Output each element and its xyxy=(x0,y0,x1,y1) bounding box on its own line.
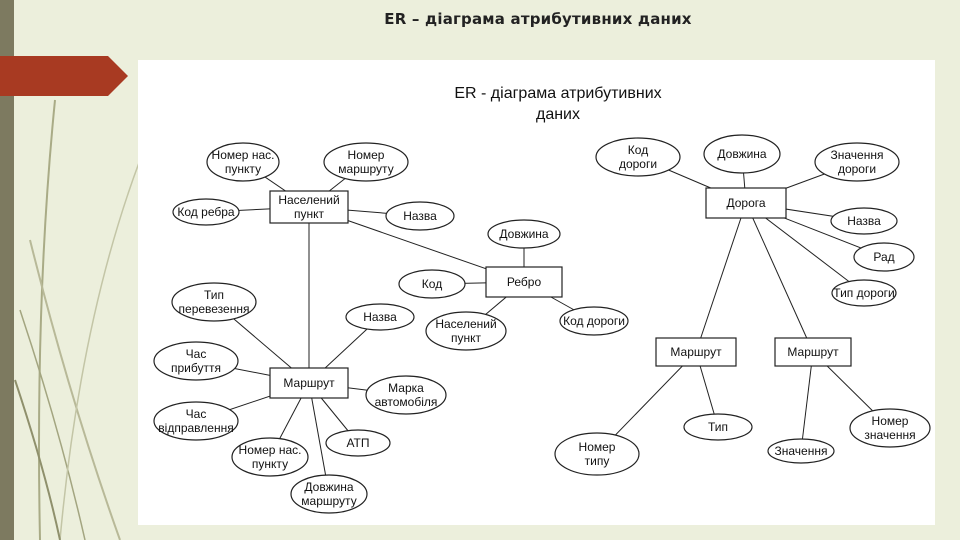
attribute-road-value-label: Значення xyxy=(831,148,884,162)
attribute-settlement-name: Назва xyxy=(386,202,454,230)
entity-edge-label: Ребро xyxy=(507,275,542,289)
entity-route-mid: Маршрут xyxy=(656,338,736,366)
attribute-settlement-edge-code-label: Код ребра xyxy=(177,205,234,219)
attribute-routemid-type-number-label: типу xyxy=(585,454,610,468)
diagram-heading-line1: ER - діаграма атрибутивних xyxy=(454,85,661,102)
attribute-route-vehicle-label: автомобіля xyxy=(375,395,438,409)
attribute-route-arrival-label: прибуття xyxy=(171,361,221,375)
entity-settlement-label: Населений xyxy=(278,193,339,207)
entity-road: Дорога xyxy=(706,188,786,218)
entity-edge: Ребро xyxy=(486,267,562,297)
attribute-route-settlement-number: Номер нас.пункту xyxy=(232,438,308,476)
attribute-road-value-label: дороги xyxy=(838,162,876,176)
attribute-road-row-label: Рад xyxy=(873,250,894,264)
attribute-route-length-label: Довжина xyxy=(304,480,354,494)
attribute-settlement-route-number-label: маршруту xyxy=(338,162,393,176)
attribute-edge-settlement-label: Населений xyxy=(435,317,496,331)
attribute-road-name-label: Назва xyxy=(847,214,881,228)
attribute-routemid-type-label: Тип xyxy=(708,420,728,434)
link-road-route-mid xyxy=(696,203,746,352)
attribute-route-transport-type-label: перевезення xyxy=(179,302,250,316)
attribute-route-departure-label: Час xyxy=(186,407,207,421)
attribute-road-row: Рад xyxy=(854,243,914,271)
entity-settlement-label: пункт xyxy=(294,207,325,221)
attribute-route-transport-type-label: Тип xyxy=(204,288,224,302)
attribute-road-type-label: Тип дороги xyxy=(833,286,894,300)
attribute-settlement-number-label: пункту xyxy=(225,162,261,176)
attribute-edge-road-code: Код дороги xyxy=(560,307,628,335)
entity-route-left-label: Маршрут xyxy=(283,376,335,390)
attribute-road-type: Тип дороги xyxy=(832,280,896,306)
attribute-routeright-value: Значення xyxy=(768,439,834,463)
attribute-road-code-label: Код xyxy=(628,143,648,157)
attribute-route-length-label: маршруту xyxy=(301,494,356,508)
link-route-right-routeright-value xyxy=(801,352,813,451)
entity-route-left: Маршрут xyxy=(270,368,348,398)
entity-road-label: Дорога xyxy=(726,196,765,210)
attribute-route-vehicle-label: Марка xyxy=(388,381,424,395)
entity-route-mid-label: Маршрут xyxy=(670,345,722,359)
attribute-road-length-label: Довжина xyxy=(717,147,767,161)
attribute-routemid-type-number-label: Номер xyxy=(579,440,616,454)
attribute-route-name: Назва xyxy=(346,304,414,330)
attribute-edge-code-label: Код xyxy=(422,277,442,291)
attribute-edge-length-label: Довжина xyxy=(499,227,549,241)
attribute-route-departure-label: відправлення xyxy=(158,421,233,435)
attribute-route-vehicle: Маркаавтомобіля xyxy=(366,376,446,414)
attribute-road-name: Назва xyxy=(831,208,897,234)
entity-route-right-label: Маршрут xyxy=(787,345,839,359)
attribute-settlement-edge-code: Код ребра xyxy=(173,199,239,225)
attribute-edge-code: Код xyxy=(399,270,465,298)
attribute-settlement-number-label: Номер нас. xyxy=(212,148,275,162)
attribute-edge-length: Довжина xyxy=(488,220,560,248)
attribute-routemid-type: Тип xyxy=(684,414,752,440)
attribute-settlement-number: Номер нас.пункту xyxy=(207,143,279,181)
attribute-routeright-value-number-label: Номер xyxy=(872,414,909,428)
diagram-heading-line2: даних xyxy=(536,106,580,123)
attribute-edge-settlement: Населенийпункт xyxy=(426,312,506,350)
attribute-route-settlement-number-label: пункту xyxy=(252,457,288,471)
attribute-routeright-value-number-label: значення xyxy=(864,428,915,442)
attribute-edge-road-code-label: Код дороги xyxy=(563,314,625,328)
attribute-edge-settlement-label: пункт xyxy=(451,331,482,345)
attribute-settlement-name-label: Назва xyxy=(403,209,437,223)
attribute-route-atp: АТП xyxy=(326,430,390,456)
attribute-route-settlement-number-label: Номер нас. xyxy=(239,443,302,457)
attribute-road-length: Довжина xyxy=(704,135,780,173)
attribute-route-name-label: Назва xyxy=(363,310,397,324)
attribute-road-code-label: дороги xyxy=(619,157,657,171)
attribute-routeright-value-label: Значення xyxy=(775,444,828,458)
attribute-settlement-route-number-label: Номер xyxy=(348,148,385,162)
entity-route-right: Маршрут xyxy=(775,338,851,366)
attribute-route-atp-label: АТП xyxy=(346,436,369,450)
attribute-route-arrival-label: Час xyxy=(186,347,207,361)
